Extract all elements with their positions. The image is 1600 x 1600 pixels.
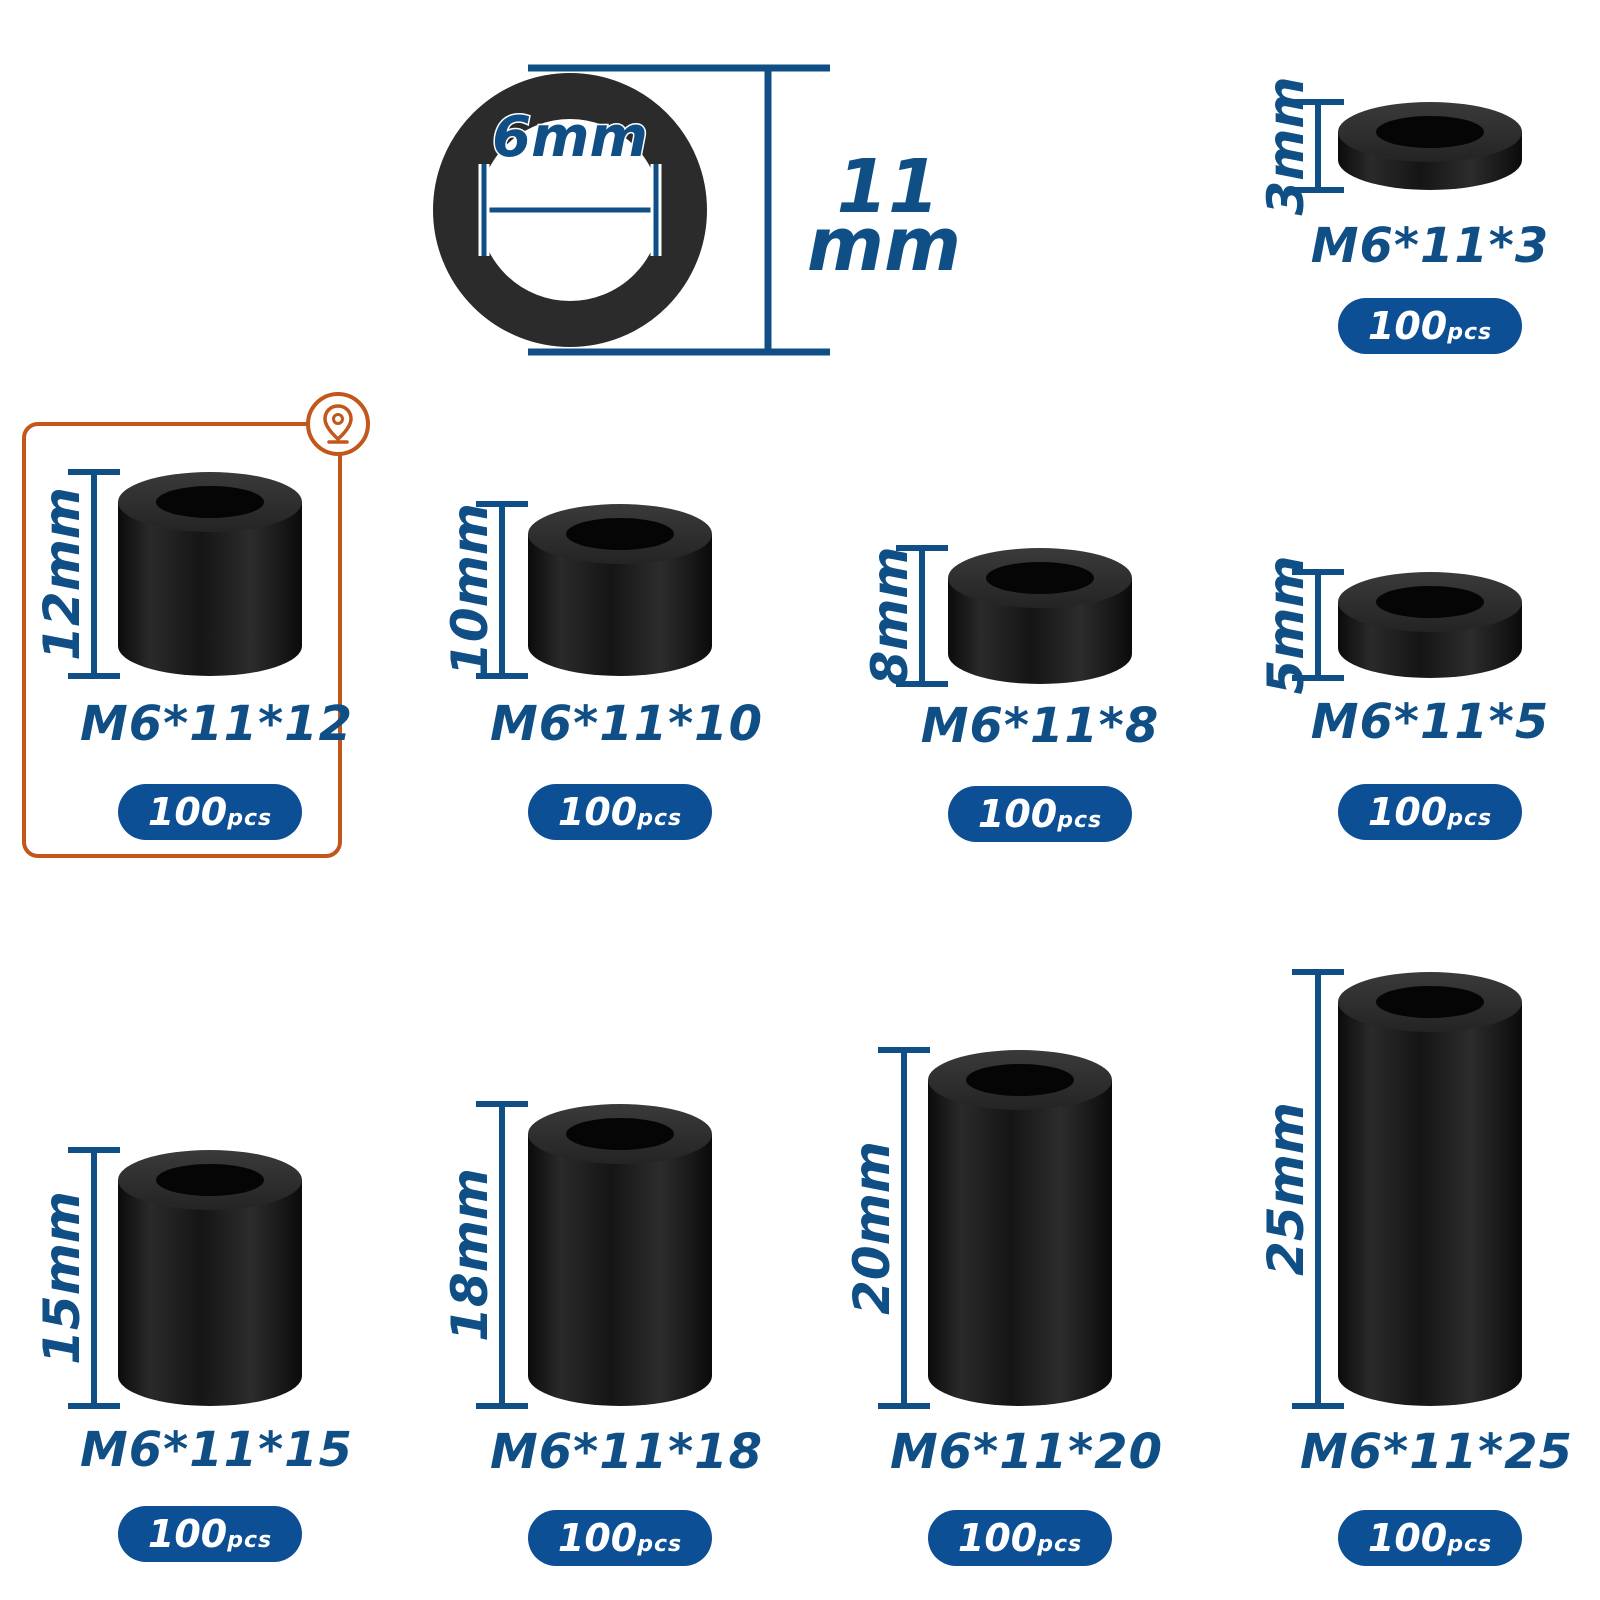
quantity-badge: 100pcs [948,786,1132,842]
outer-diameter-unit: mm [806,202,962,288]
location-pin-icon [306,392,370,456]
height-label: 15mm [33,1191,91,1365]
quantity-badge: 100pcs [1338,1510,1522,1566]
model-label: M6*11*8 [920,698,1160,754]
spacer-body [948,578,1132,684]
height-dimension [476,501,528,679]
quantity-number: 100 [147,1512,228,1556]
height-label: 12mm [33,487,91,661]
quantity-number: 100 [1367,304,1448,348]
spacer-hole [566,518,674,550]
spacer-hole [986,562,1094,594]
quantity-badge: 100pcs [118,784,302,840]
ring-cross-section [433,73,707,347]
outer-diameter-value: 11 [836,144,940,230]
spacer-M6*11*5 [1338,572,1522,678]
quantity-unit: pcs [1447,1532,1493,1557]
quantity-badge: 100pcs [1338,298,1522,354]
spacer-M6*11*3 [1338,102,1522,190]
quantity-badge: 100pcs [118,1506,302,1562]
spacer-M6*11*20 [928,1050,1112,1406]
inner-diameter-dimension [478,164,662,256]
height-dimension [1292,99,1344,193]
quantity-number: 100 [557,790,638,834]
height-dimension [68,1147,120,1409]
height-dimension [896,545,948,687]
height-dimension [68,469,120,679]
quantity-unit: pcs [637,1532,683,1557]
spacer-body [528,534,712,676]
quantity-badge: 100pcs [528,1510,712,1566]
height-label: 18mm [441,1168,499,1342]
height-label: 8mm [861,546,919,686]
spacer-body [118,502,302,676]
spacer-M6*11*10 [528,504,712,676]
spacer-hole [156,1164,264,1196]
highlight-frame [22,422,342,858]
model-label: M6*11*18 [490,1424,763,1480]
spacer-M6*11*15 [118,1150,302,1406]
model-label: M6*11*15 [80,1422,353,1478]
spacer-hole [1376,586,1484,618]
quantity-badge: 100pcs [928,1510,1112,1566]
height-label: 25mm [1257,1102,1315,1276]
quantity-number: 100 [147,790,228,834]
model-label: M6*11*25 [1300,1424,1573,1480]
spacer-body [928,1080,1112,1406]
quantity-unit: pcs [227,1528,273,1553]
spacer-body [1338,1002,1522,1406]
spacer-hole [1376,986,1484,1018]
height-label: 10mm [441,503,499,677]
model-label: M6*11*5 [1310,694,1550,750]
model-label: M6*11*10 [490,696,763,752]
quantity-badge: 100pcs [528,784,712,840]
spacer-body [528,1134,712,1406]
spacer-hole [1376,116,1484,148]
quantity-number: 100 [557,1516,638,1560]
quantity-unit: pcs [637,806,683,831]
spacer-M6*11*25 [1338,972,1522,1406]
spacer-M6*11*8 [948,548,1132,684]
model-label: M6*11*3 [1310,218,1550,274]
spacer-body [118,1180,302,1406]
quantity-unit: pcs [1057,808,1103,833]
spacer-M6*11*12 [118,472,302,676]
spacer-hole [966,1064,1074,1096]
quantity-number: 100 [1367,790,1448,834]
quantity-number: 100 [1367,1516,1448,1560]
height-label: 3mm [1257,76,1315,216]
quantity-unit: pcs [227,806,273,831]
quantity-number: 100 [977,792,1058,836]
quantity-unit: pcs [1447,806,1493,831]
height-dimension [878,1047,930,1409]
height-dimension [1292,569,1344,681]
model-label: M6*11*12 [80,696,353,752]
spacer-hole [156,486,264,518]
height-label: 20mm [843,1141,901,1315]
spacer-M6*11*18 [528,1104,712,1406]
inner-diameter-label: 6mm [491,105,650,170]
quantity-unit: pcs [1447,320,1493,345]
spacer-hole [566,1118,674,1150]
quantity-badge: 100pcs [1338,784,1522,840]
model-label: M6*11*20 [890,1424,1163,1480]
outer-diameter-dimension [528,64,830,356]
quantity-number: 100 [957,1516,1038,1560]
height-dimension [1292,969,1344,1409]
height-dimension [476,1101,528,1409]
quantity-unit: pcs [1037,1532,1083,1557]
height-label: 5mm [1257,555,1315,695]
